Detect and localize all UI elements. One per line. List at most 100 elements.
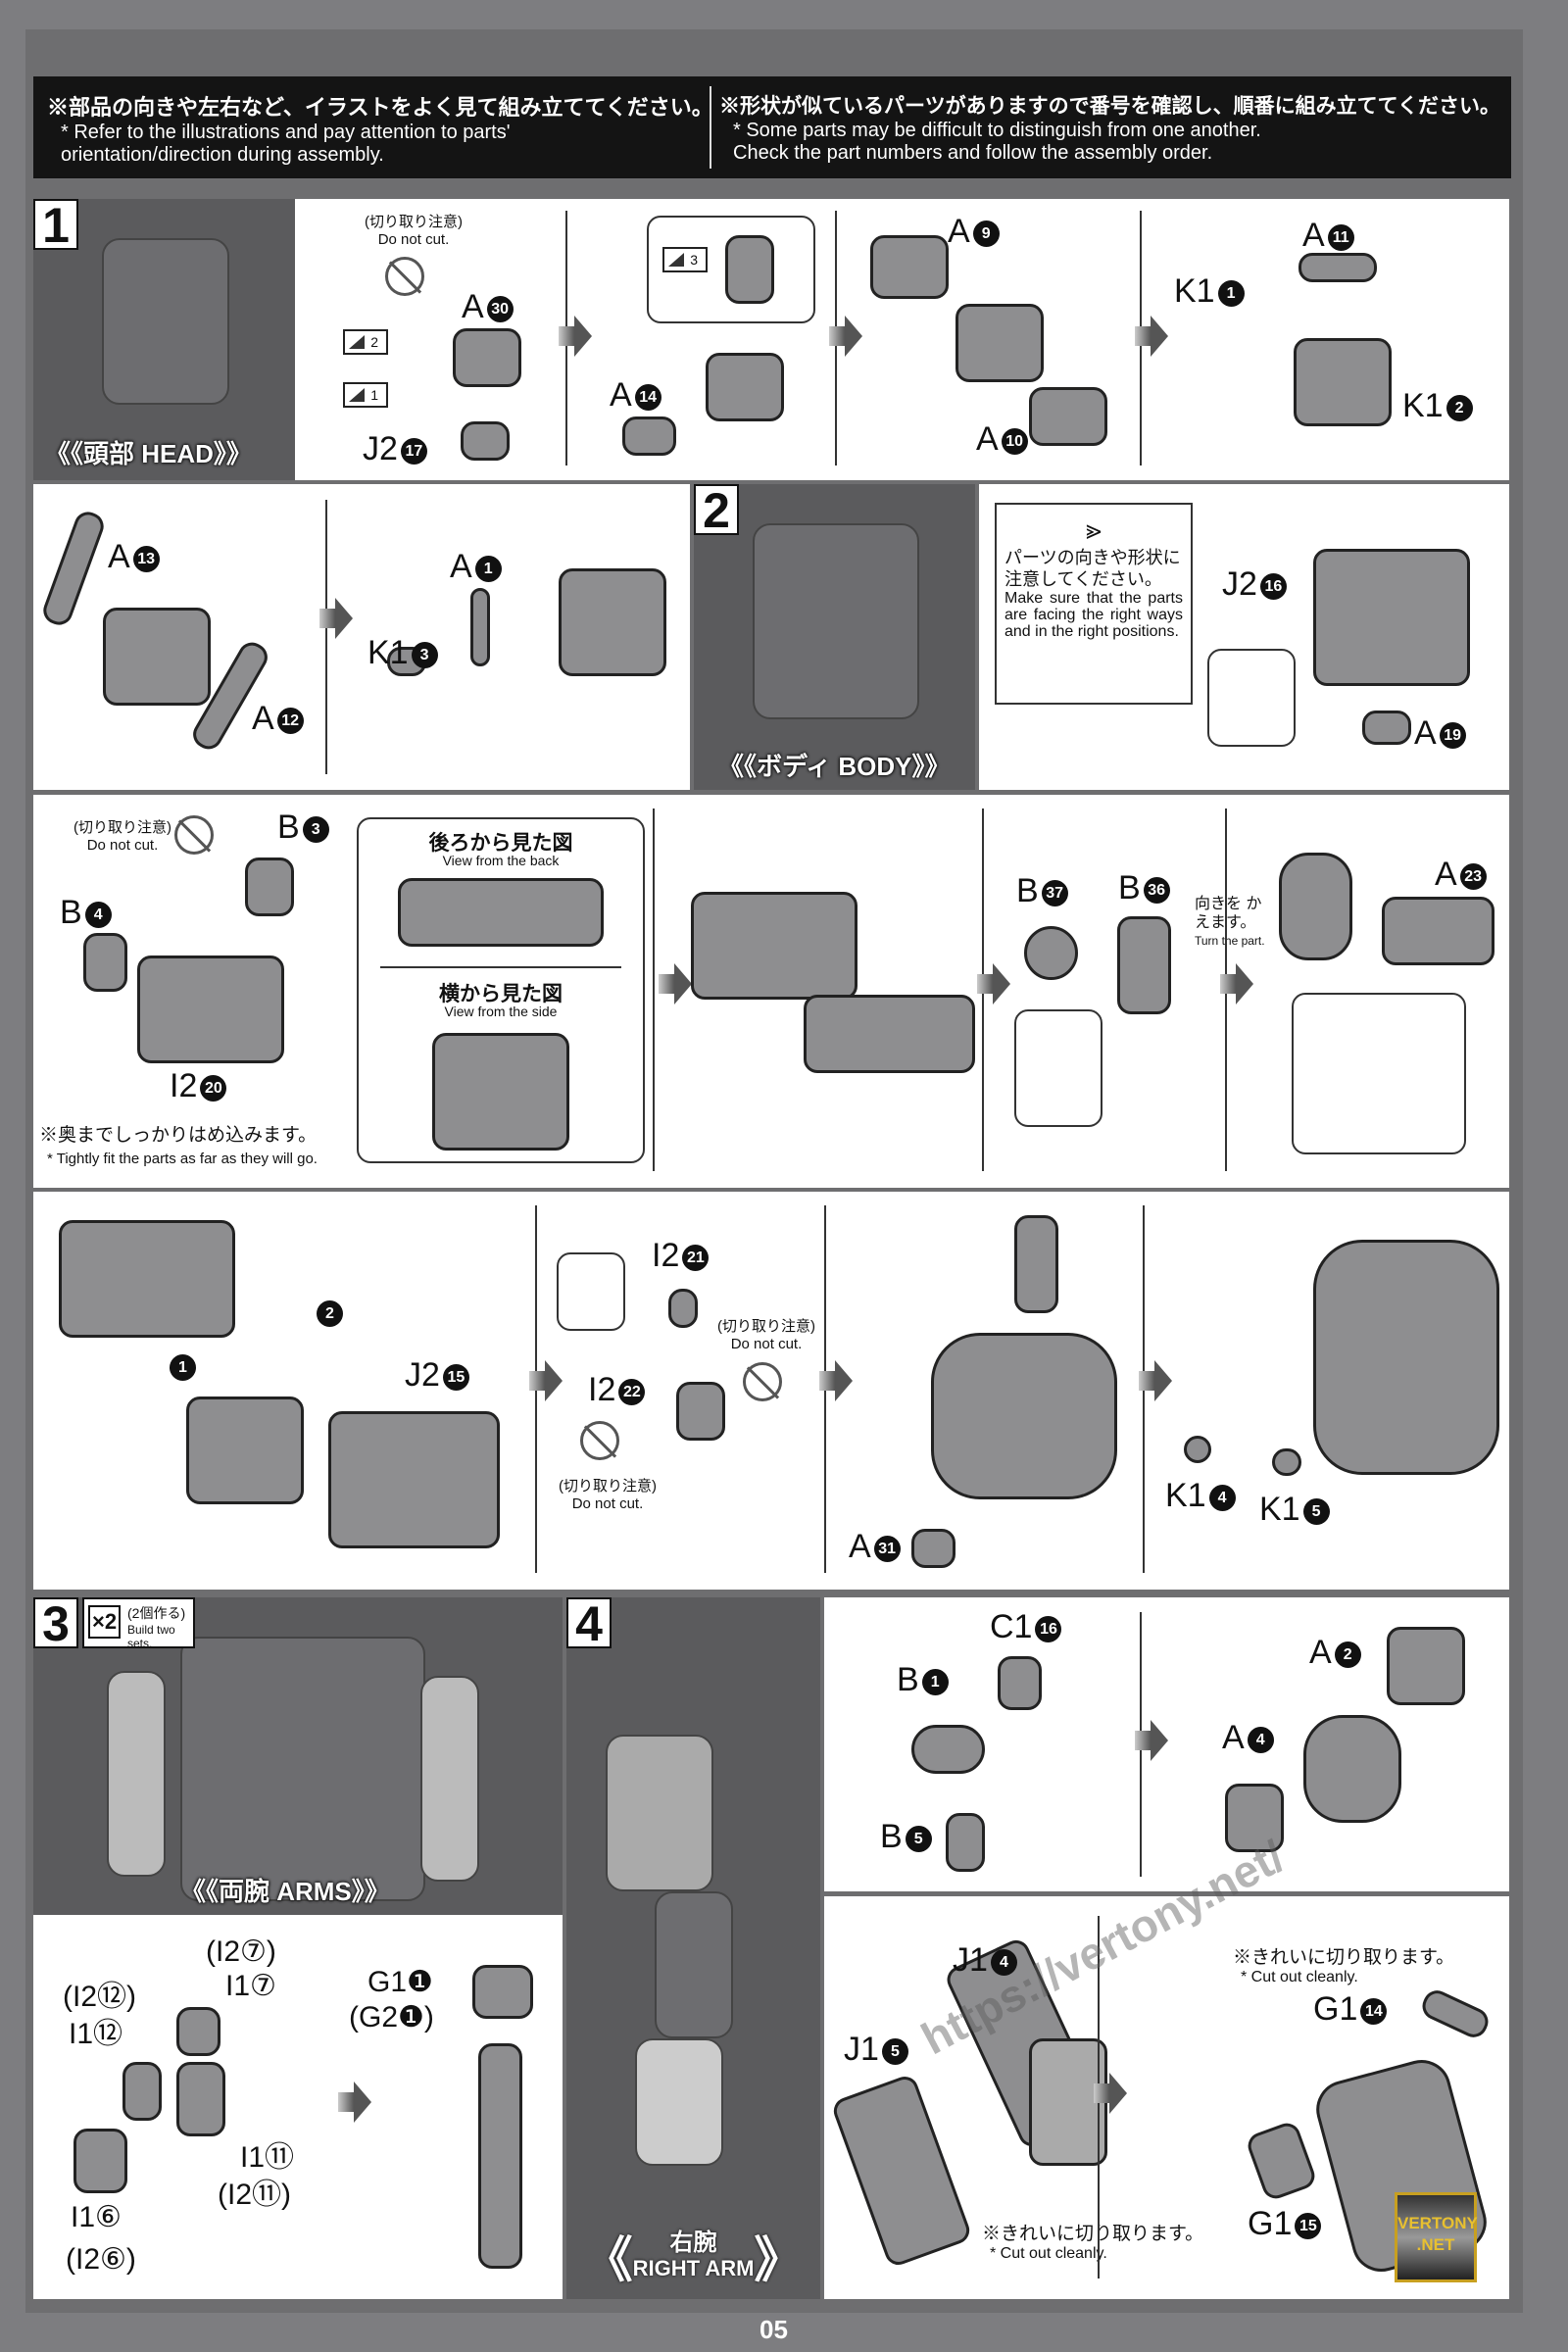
view-side-subtitle: View from the side xyxy=(444,1004,558,1019)
part-illustration xyxy=(1029,387,1107,446)
divider xyxy=(710,86,711,169)
cut-note: ※きれいに切り取ります。* Cut out cleanly. xyxy=(982,2224,1204,2262)
part-illustration xyxy=(478,2043,522,2269)
no-cut-icon xyxy=(174,815,214,855)
runner-tag: 1 xyxy=(343,382,388,408)
part-illustration xyxy=(1362,710,1411,745)
part-label: (I2⑪) xyxy=(218,2179,291,2211)
badge-jp: (2個作る) xyxy=(127,1605,186,1621)
caution-label: (切り取り注意)Do not cut. xyxy=(559,1478,657,1512)
notice-jp: ※形状が似ているパーツがありますので番号を確認し、順番に組み立ててください。 xyxy=(719,95,1500,118)
step2-body-image: 2 《《ボディ BODY》》 xyxy=(694,484,975,790)
no-cut-icon xyxy=(580,1421,619,1460)
divider xyxy=(325,500,327,774)
x2-icon: ×2 xyxy=(88,1605,122,1639)
part-illustration xyxy=(461,421,510,461)
fit-note-jp: ※奥までしっかりはめ込みます。 xyxy=(39,1125,318,1146)
detail-box xyxy=(1207,649,1296,747)
view-box: 後ろから見た図 View from the back 横から見た図 View f… xyxy=(357,817,645,1163)
build-two-badge: ×2 (2個作る) Build two sets. xyxy=(82,1597,195,1650)
caution-label: (切り取り注意)Do not cut. xyxy=(717,1318,815,1352)
detail-box xyxy=(1292,993,1466,1154)
part-illustration xyxy=(946,1813,985,1872)
part-illustration xyxy=(328,1411,500,1548)
turn-note: 向きを かえます。Turn the part. xyxy=(1195,896,1265,948)
step-number: 4 xyxy=(566,1597,612,1648)
part-illustration xyxy=(1117,916,1171,1014)
part-label: I1⑫ xyxy=(69,2018,123,2050)
part-illustration xyxy=(1387,1627,1465,1705)
part-illustration xyxy=(470,588,490,666)
next-arrow-icon xyxy=(1135,316,1168,357)
part-label: (I2⑥) xyxy=(66,2243,136,2276)
next-arrow-icon xyxy=(529,1360,563,1401)
section-title: 《《ボディ BODY》》 xyxy=(718,752,951,781)
part-illustration xyxy=(176,2007,220,2056)
section-title: 《《頭部 HEAD》》 xyxy=(45,439,252,468)
no-cut-icon xyxy=(743,1362,782,1401)
part-illustration xyxy=(676,1382,725,1441)
part-illustration xyxy=(725,235,774,304)
caution-label: (切り取り注意)Do not cut. xyxy=(365,214,463,248)
part-illustration xyxy=(122,2062,162,2121)
step-number: 2 xyxy=(694,484,739,535)
part-illustration xyxy=(137,956,284,1063)
part-illustration xyxy=(1382,897,1494,965)
page-number: 05 xyxy=(760,2315,788,2344)
next-arrow-icon xyxy=(977,963,1010,1004)
fit-note-en: * Tightly fit the parts as far as they w… xyxy=(47,1151,318,1167)
part-illustration xyxy=(1024,926,1078,980)
detail-box xyxy=(1014,1009,1102,1127)
part-illustration xyxy=(1014,1215,1058,1313)
part-illustration xyxy=(1184,1436,1211,1463)
part-illustration xyxy=(559,568,666,676)
next-arrow-icon xyxy=(829,316,862,357)
part-illustration xyxy=(1225,1784,1284,1852)
step1-head-image: 1 《《頭部 HEAD》》 xyxy=(33,199,295,480)
view-side-title: 横から見た図 xyxy=(439,983,563,1005)
part-illustration xyxy=(432,1033,569,1151)
part-illustration xyxy=(1313,549,1470,686)
part-illustration xyxy=(1294,338,1392,426)
part-label: I1⑦ xyxy=(225,1970,276,2002)
notice-en: orientation/direction during assembly. xyxy=(61,144,384,166)
next-arrow-icon xyxy=(338,2082,371,2123)
part-illustration xyxy=(1298,253,1377,282)
part-label: (G2❶) xyxy=(349,2001,434,2034)
part-illustration xyxy=(59,1220,235,1338)
vertony-logo: VERTONY.NET xyxy=(1395,2192,1478,2282)
notice-en: Check the part numbers and follow the as… xyxy=(733,142,1213,164)
notice-en: * Refer to the illustrations and pay att… xyxy=(61,122,511,143)
next-arrow-icon xyxy=(819,1360,853,1401)
view-back-subtitle: View from the back xyxy=(442,853,560,868)
part-illustration xyxy=(931,1333,1117,1499)
part-illustration xyxy=(706,353,784,421)
detail-box xyxy=(557,1252,625,1331)
caution-label: (切り取り注意)Do not cut. xyxy=(74,819,172,854)
